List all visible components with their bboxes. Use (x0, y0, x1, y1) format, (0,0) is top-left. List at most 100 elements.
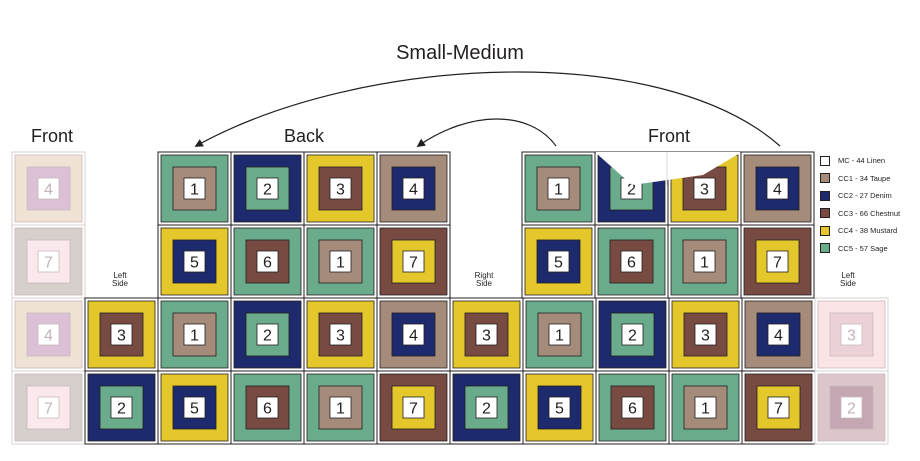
long-arrow (194, 71, 781, 147)
block-number: 3 (482, 328, 491, 345)
block-number: 3 (117, 328, 126, 345)
quilt-block: 4 (741, 297, 816, 372)
quilt-block: 4 (740, 151, 815, 226)
block-number: 6 (628, 401, 637, 418)
faded-block: 4 (11, 151, 86, 226)
block-number: 2 (117, 401, 126, 418)
block-number: 2 (263, 182, 272, 199)
block-number: 4 (409, 182, 418, 199)
legend-item: CC3 - 66 Chestnut (820, 205, 900, 223)
quilt-block: 7 (376, 224, 451, 299)
quilt-block: 6 (230, 224, 305, 299)
block-number: 3 (701, 328, 710, 345)
quilt-block: 3 (303, 297, 378, 372)
section-front-right: Front (648, 126, 691, 146)
legend-label: CC5 - 57 Sage (838, 243, 888, 253)
block-number: 1 (554, 182, 563, 199)
legend-label: MC - 44 Linen (838, 156, 886, 166)
block-number: 7 (44, 401, 53, 418)
fold-shape (596, 152, 740, 185)
legend-item: CC2 - 27 Denim (820, 187, 900, 205)
block-number: 2 (847, 401, 856, 418)
faded-block: 2 (814, 370, 889, 445)
quilt-block: 5 (157, 224, 232, 299)
quilt-block: 2 (595, 297, 670, 372)
block-number: 1 (190, 182, 199, 199)
block-number: 3 (700, 182, 709, 199)
quilt-block: 1 (522, 297, 597, 372)
block-number: 7 (44, 255, 53, 272)
section-front-left: Front (31, 126, 74, 146)
block-number: 2 (263, 328, 272, 345)
block-number: 7 (774, 401, 783, 418)
quilt-block: 3 (303, 151, 378, 226)
legend-item: CC1 - 34 Taupe (820, 170, 900, 188)
quilt-block: 3 (84, 297, 159, 372)
legend-swatch (820, 243, 830, 254)
quilt-block: 2 (230, 151, 305, 226)
legend-label: CC1 - 34 Taupe (838, 173, 891, 183)
block-number: 4 (773, 182, 782, 199)
legend-label: CC2 - 27 Denim (838, 191, 892, 201)
legend-label: CC3 - 66 Chestnut (838, 208, 901, 218)
legend-swatch (820, 225, 830, 236)
block-number: 3 (336, 328, 345, 345)
quilt-block: 7 (376, 370, 451, 445)
block-number: 3 (336, 182, 345, 199)
block-number: 1 (336, 255, 345, 272)
quilt-block: 4 (376, 297, 451, 372)
block-number: 1 (701, 401, 710, 418)
block-number: 5 (554, 255, 563, 272)
quilt-block: 2 (230, 297, 305, 372)
fold-overlay (596, 152, 740, 185)
block-number: 5 (190, 255, 199, 272)
quilt-block: 7 (741, 370, 816, 445)
faded-block: 7 (11, 370, 86, 445)
legend-item: MC - 44 Linen (820, 152, 900, 170)
section-back: Back (284, 126, 325, 146)
block-number: 2 (627, 182, 636, 199)
block-number: 7 (409, 255, 418, 272)
quilt-block: 3 (668, 297, 743, 372)
faded-block: 4 (11, 297, 86, 372)
block-number: 1 (336, 401, 345, 418)
quilt-block: 1 (667, 224, 742, 299)
legend-item: CC5 - 57 Sage (820, 240, 900, 258)
quilt-block: 3 (449, 297, 524, 372)
legend-swatch (820, 155, 830, 166)
block-number: 5 (555, 401, 564, 418)
block-number: 2 (482, 401, 491, 418)
legend-swatch (820, 173, 830, 184)
faded-block: 3 (814, 297, 889, 372)
quilt-block: 2 (84, 370, 159, 445)
quilt-block: 5 (521, 224, 596, 299)
block-number: 1 (190, 328, 199, 345)
quilt-block: 7 (740, 224, 815, 299)
legend-swatch (820, 190, 830, 201)
block-number: 4 (44, 328, 53, 345)
short-arrow (416, 118, 557, 147)
block-number: 6 (263, 401, 272, 418)
quilt-block: 1 (521, 151, 596, 226)
quilt-block: 6 (594, 224, 669, 299)
quilt-block: 1 (668, 370, 743, 445)
block-number: 7 (773, 255, 782, 272)
quilt-block: 1 (303, 370, 378, 445)
diagram-title: Small-Medium (396, 42, 524, 64)
legend-swatch (820, 208, 830, 219)
block-number: 2 (628, 328, 637, 345)
block-number: 6 (263, 255, 272, 272)
quilt-block: 5 (522, 370, 597, 445)
legend-label: CC4 - 38 Mustard (838, 226, 898, 236)
block-number: 1 (700, 255, 709, 272)
block-number: 6 (627, 255, 636, 272)
block-number: 4 (774, 328, 783, 345)
block-number: 4 (409, 328, 418, 345)
faded-block: 7 (11, 224, 86, 299)
